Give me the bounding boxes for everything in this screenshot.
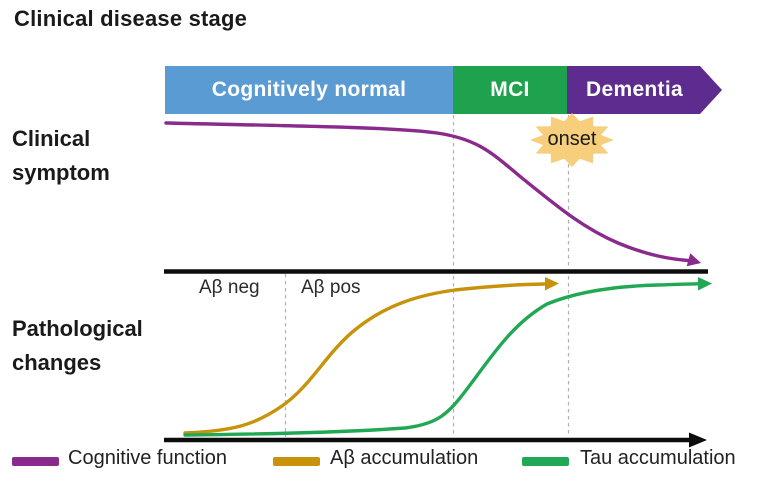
pathological-changes-label: Pathological changes xyxy=(12,312,143,380)
diagram-title: Clinical disease stage xyxy=(14,6,248,31)
abeta-accumulation-arrowhead-icon xyxy=(545,277,559,291)
stage-mci: MCI xyxy=(453,66,567,114)
abeta-accumulation-curve xyxy=(183,282,546,435)
legend: Cognitive function Aβ accumulation Tau a… xyxy=(0,446,768,478)
pathological-changes-label-line2: changes xyxy=(12,350,102,375)
stage-bar: Cognitively normal MCI Dementia xyxy=(165,66,722,114)
tau-accumulation-curve xyxy=(183,282,700,437)
tau-accumulation-arrowhead-icon xyxy=(698,277,712,291)
stage-dementia-label: Dementia xyxy=(586,78,683,101)
legend-label-tau-accumulation: Tau accumulation xyxy=(580,447,736,469)
stage-cognitively-normal: Cognitively normal xyxy=(165,66,453,114)
legend-swatch-tau-accumulation xyxy=(522,457,569,466)
clinical-symptom-label: Clinical symptom xyxy=(12,122,110,190)
cognitive-function-arrowhead-icon xyxy=(686,253,701,267)
legend-label-cognitive-function: Cognitive function xyxy=(68,447,227,469)
pathological-changes-label-line1: Pathological xyxy=(12,316,143,341)
abeta-negative-label: Aβ neg xyxy=(199,277,260,298)
abeta-positive-label: Aβ pos xyxy=(301,277,361,298)
legend-swatch-abeta-accumulation xyxy=(273,457,320,466)
clinical-symptom-label-line1: Clinical xyxy=(12,126,91,151)
legend-label-abeta-accumulation: Aβ accumulation xyxy=(330,447,479,469)
stage-dementia-arrow: Dementia xyxy=(567,66,722,114)
legend-swatch-cognitive-function xyxy=(12,457,59,466)
clinical-symptom-label-line2: symptom xyxy=(12,160,110,185)
onset-label: onset xyxy=(547,128,597,150)
stage-cognitively-normal-label: Cognitively normal xyxy=(211,78,407,101)
stage-mci-label: MCI xyxy=(490,78,530,101)
